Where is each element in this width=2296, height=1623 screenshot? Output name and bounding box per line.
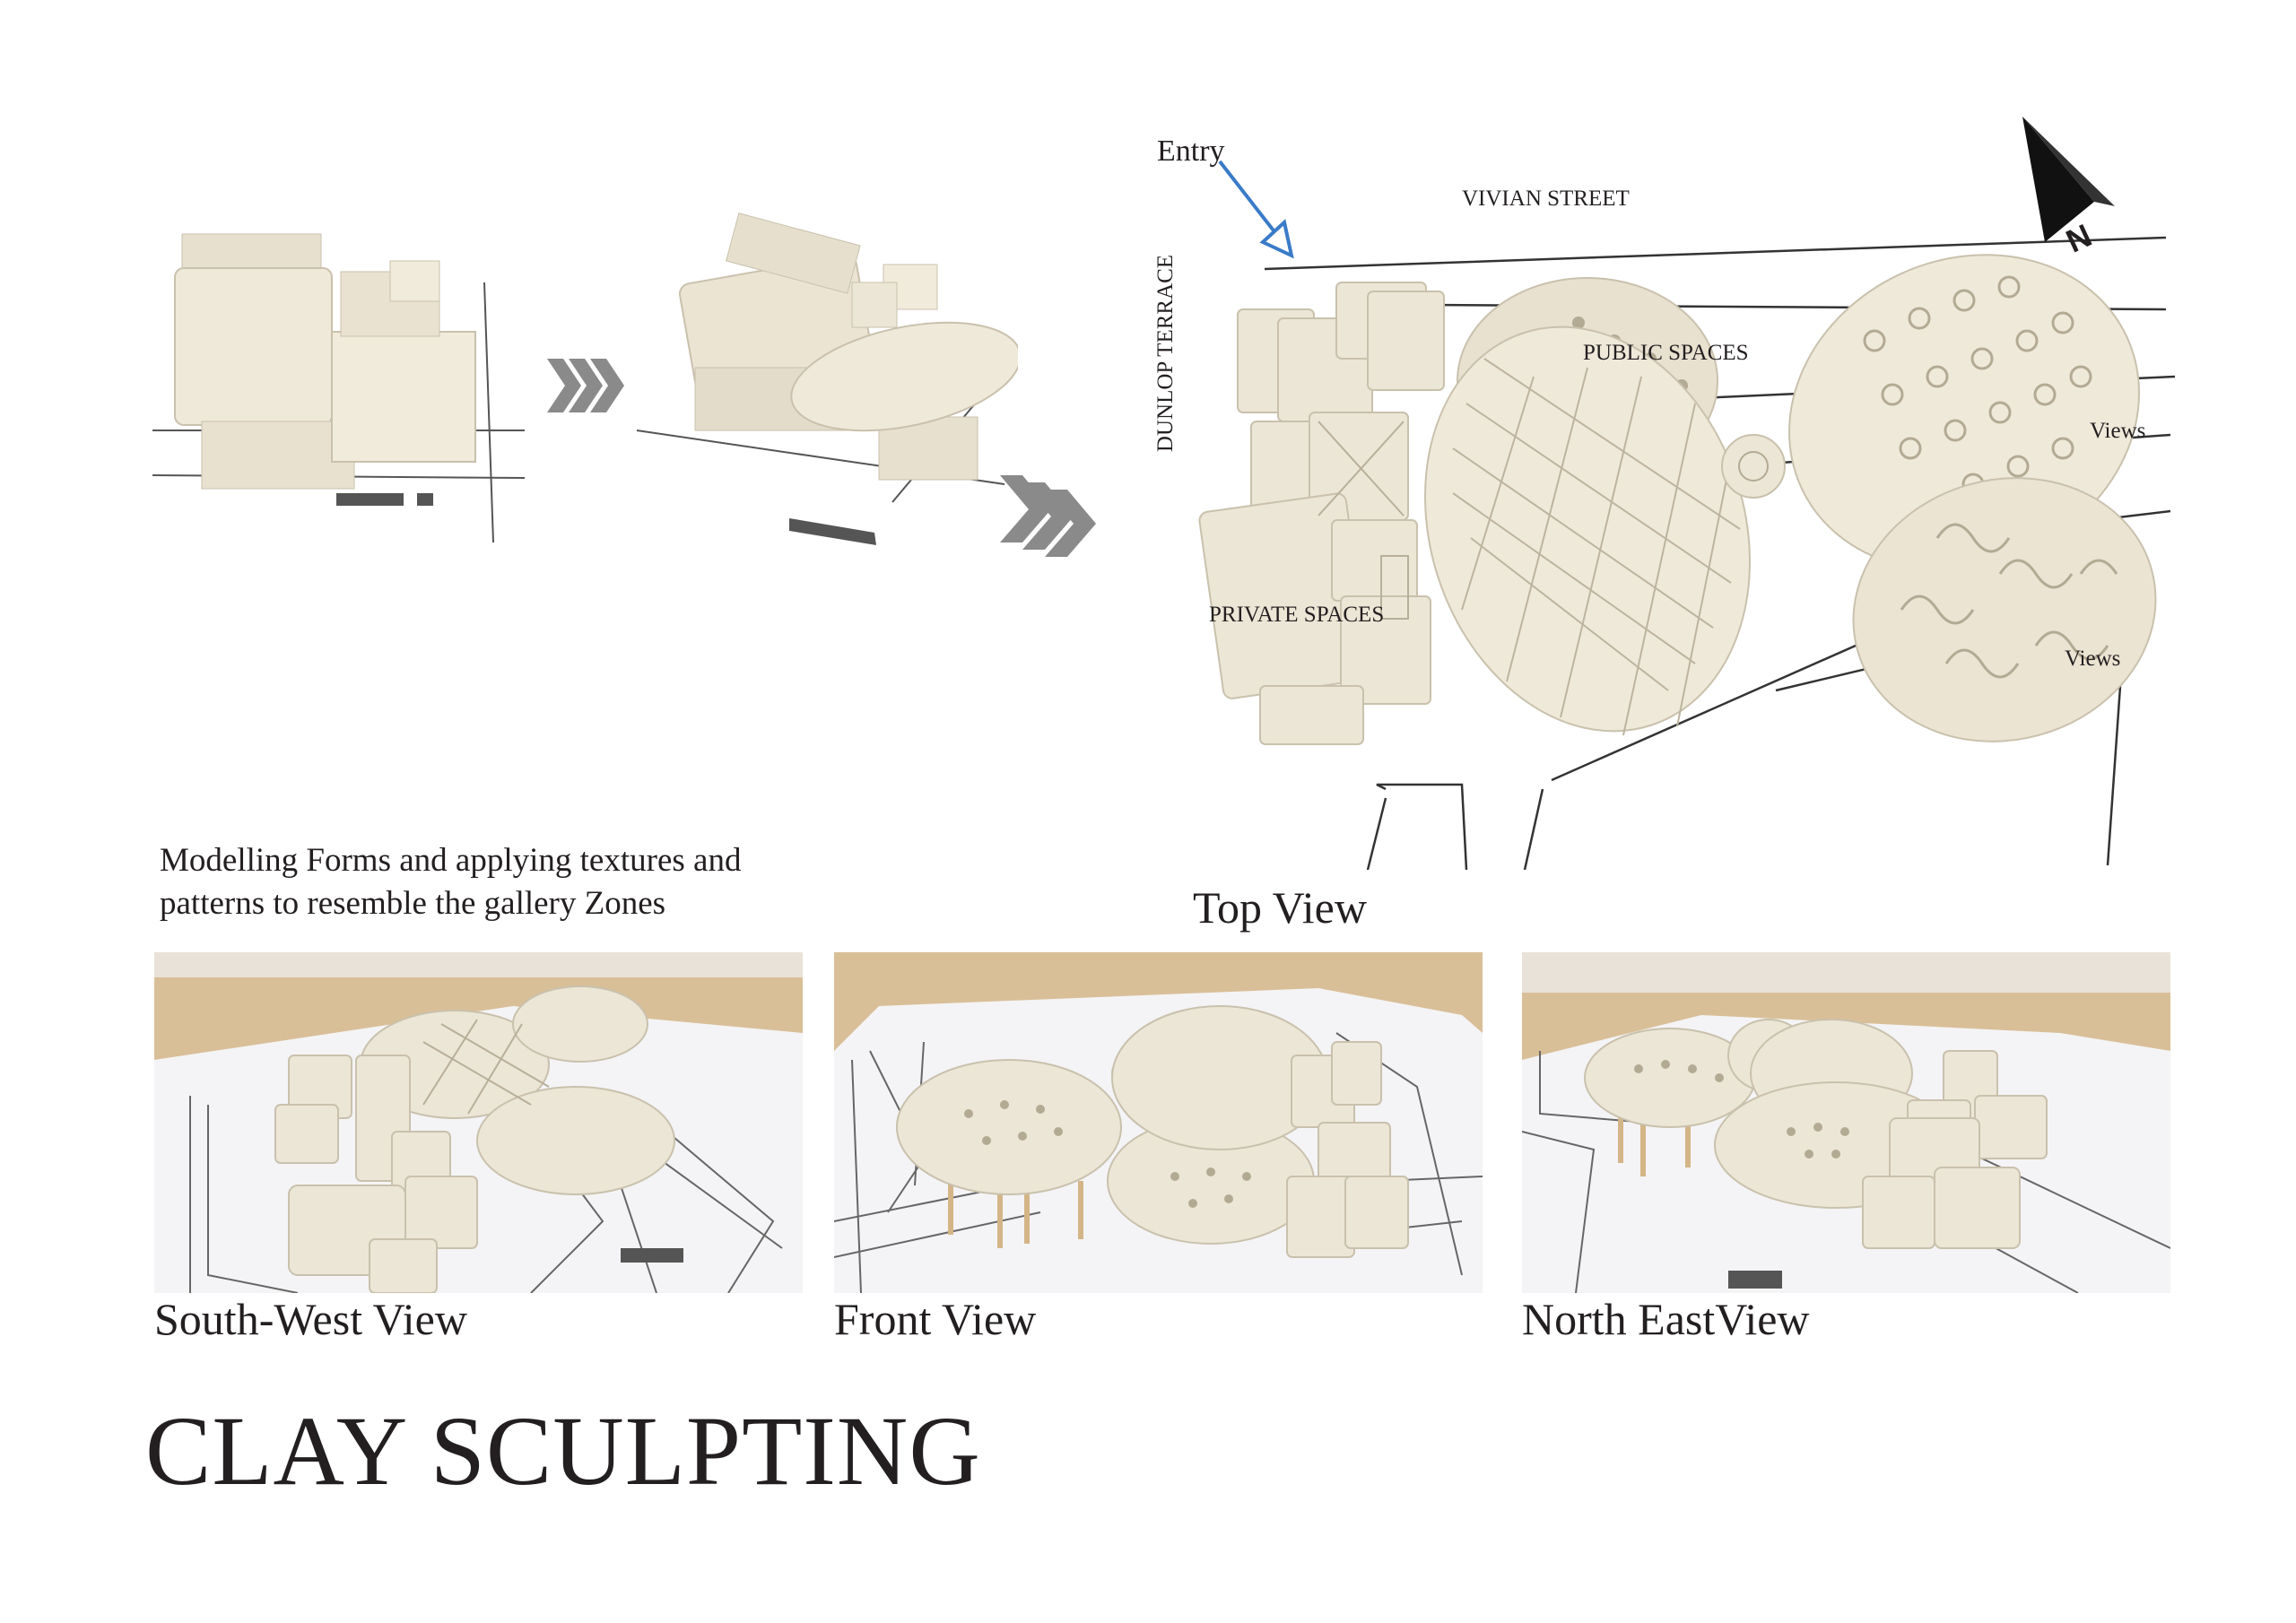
- dunlop-terrace-label: DUNLOP TERRACE: [1153, 254, 1178, 453]
- private-spaces-label: PRIVATE SPACES: [1209, 603, 1385, 627]
- chevron-arrows-1: [547, 354, 628, 417]
- views-label-1: Views: [2090, 419, 2146, 443]
- top-view-caption: Top View: [1193, 882, 1367, 933]
- model-step-1: [148, 229, 534, 542]
- top-view-plan: Entry VIVIAN STREET DUNLOP TERRACE PUBLI…: [1153, 108, 2188, 870]
- description-line-1: Modelling Forms and applying textures an…: [160, 842, 742, 879]
- photo-caption-north-east: North EastView: [1522, 1294, 1810, 1344]
- entry-label: Entry: [1157, 135, 1225, 168]
- public-spaces-label: PUBLIC SPACES: [1583, 341, 1749, 365]
- page-title: CLAY SCULPTING: [145, 1396, 981, 1506]
- chevron-arrows-2: [996, 466, 1108, 565]
- photo-front: [834, 952, 1483, 1293]
- photo-south-west: [154, 952, 803, 1293]
- photo-caption-front: Front View: [834, 1294, 1037, 1344]
- views-label-2: Views: [2065, 647, 2121, 671]
- photo-caption-south-west: South-West View: [154, 1294, 467, 1344]
- model-step-2: [632, 206, 1018, 547]
- photo-north-east: [1522, 952, 2170, 1293]
- vivian-street-label: VIVIAN STREET: [1462, 187, 1630, 211]
- description-line-2: patterns to resemble the gallery Zones: [160, 885, 666, 922]
